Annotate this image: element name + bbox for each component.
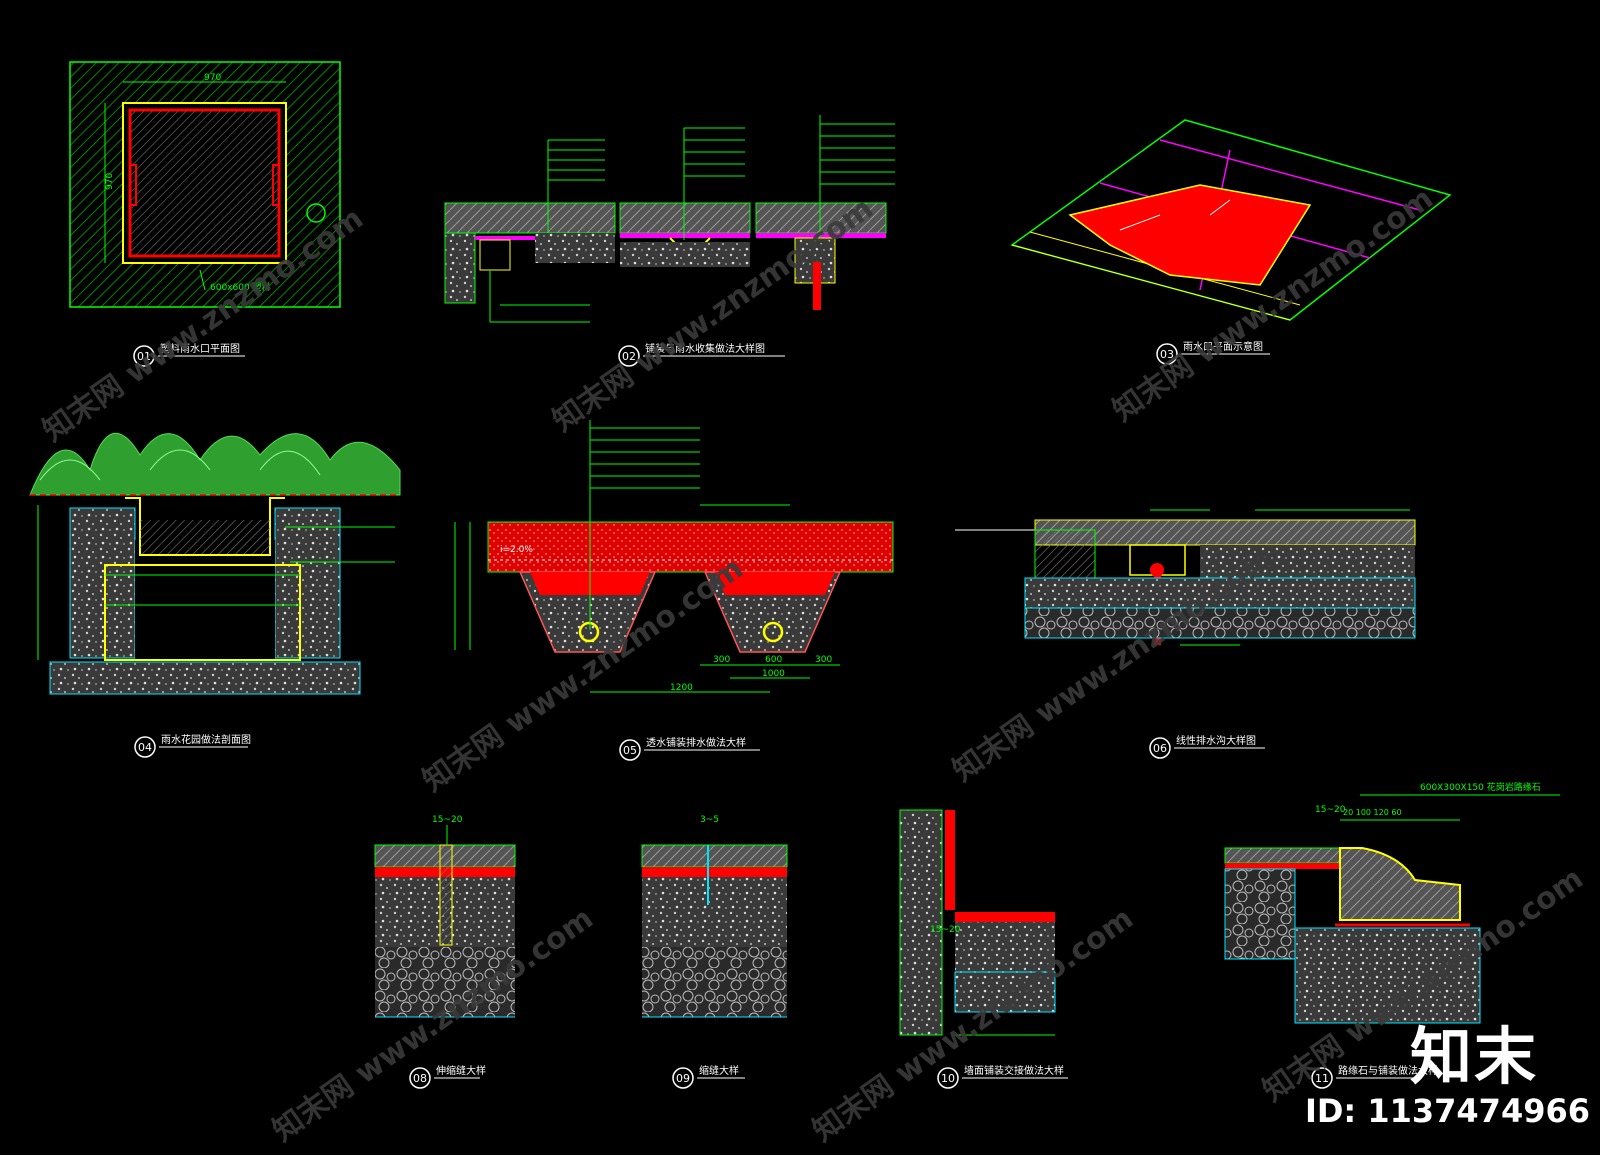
detail-02-name: 铺装与雨水收集做法大样图 [645,342,765,355]
detail-02-title: 02 铺装与雨水收集做法大样图 [618,342,785,367]
detail-05-title: 05 透水铺装排水做法大样 [619,736,760,761]
d05-slope-label: i=2.0% [500,545,533,555]
detail-06-name: 线性排水沟大样图 [1176,734,1256,747]
detail-01-name: 塑料雨水口平面图 [160,342,240,355]
detail-05-permeable-paving: i=2.0% 300 600 300 1000 1200 [454,420,894,693]
detail-10-title: 10 墙面铺装交接做法大样 [937,1064,1068,1089]
d11-dims-label: 20 100 120 60 [1343,808,1402,817]
d11-gap-label: 15~20 [1315,805,1346,815]
detail-01-number: 01 [137,350,151,363]
d05-seg-a: 300 [713,655,730,665]
detail-03-name: 雨水口平面示意图 [1183,340,1263,353]
d08-gap-label: 15~20 [432,815,463,825]
detail-09-number: 09 [676,1072,690,1085]
d05-seg-c: 300 [815,655,832,665]
detail-09-name: 缩缝大样 [699,1064,739,1077]
d11-title-label: 600X300X150 花岗岩路缘石 [1420,781,1541,793]
detail-02-sections [444,115,895,323]
detail-06-linear-drain [955,509,1416,646]
detail-10-number: 10 [941,1072,955,1085]
detail-05-number: 05 [623,744,637,757]
detail-03-title: 03 雨水口平面示意图 [1156,340,1270,365]
detail-11-number: 11 [1315,1072,1329,1085]
document-id: ID: 1137474966 [1304,1092,1590,1130]
d05-seg-b: 600 [765,655,782,665]
detail-04-name: 雨水花园做法剖面图 [161,733,251,746]
brand-logo: 知末 [1409,1020,1538,1093]
detail-08-title: 08 伸缩缝大样 [409,1064,486,1089]
detail-02-number: 02 [622,350,636,363]
d10-gap-label: 15~20 [930,925,961,935]
detail-10-name: 墙面铺装交接做法大样 [964,1064,1064,1077]
d01-width-label: 970 [204,73,221,83]
detail-03-number: 03 [1160,348,1174,361]
detail-09-title: 09 缩缝大样 [672,1064,745,1089]
detail-09-contraction-joint: 3~5 [641,815,788,1018]
d01-note-label: 600x600 塑料 [210,281,271,293]
detail-08-number: 08 [413,1072,427,1085]
detail-01-title: 01 塑料雨水口平面图 [133,342,245,367]
detail-11-curb: 600X300X150 花岗岩路缘石 20 100 120 60 15~20 [1224,781,1560,1024]
detail-05-name: 透水铺装排水做法大样 [646,736,746,749]
d05-total: 1000 [762,669,785,679]
detail-04-title: 04 雨水花园做法剖面图 [134,733,251,758]
detail-10-wall-junction: 15~20 [899,809,1056,1036]
detail-03-perspective [1010,119,1452,321]
d09-gap-label: 3~5 [700,815,719,825]
detail-11-title: 11 路缘石与铺装做法大样 [1311,1064,1438,1089]
detail-01-plan: 970 970 600x600 塑料 [69,61,341,308]
detail-04-number: 04 [138,741,152,754]
detail-06-number: 06 [1153,742,1167,755]
detail-08-expansion-joint: 15~20 [374,815,516,1018]
detail-08-name: 伸缩缝大样 [436,1064,486,1077]
detail-04-rain-garden [29,432,401,695]
d05-overall: 1200 [670,683,693,693]
d01-height-label: 970 [105,173,115,190]
detail-11-name: 路缘石与铺装做法大样 [1338,1064,1438,1077]
detail-06-title: 06 线性排水沟大样图 [1149,734,1265,759]
